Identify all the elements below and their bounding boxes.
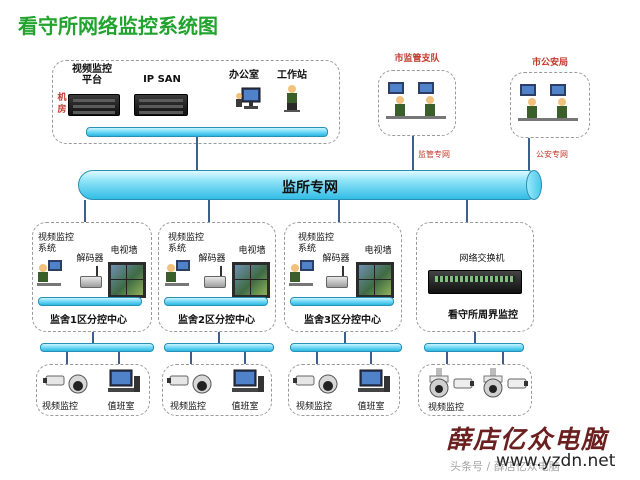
supervision-net-label: 监管专网 [418, 150, 450, 159]
perimeter-dome-camera-2-icon [483, 368, 503, 398]
switch-label: 网络交换机 [459, 254, 505, 264]
zone2-downlink [208, 200, 210, 222]
zone3-duty-drop [370, 352, 372, 364]
perimeter-lower-link [474, 332, 476, 343]
zone1-duty-drop [118, 352, 120, 364]
police-operators-icon [518, 84, 578, 121]
zone2-duty-room-icon [232, 369, 264, 392]
zone1-video-system-label: 视频监控 系统 [38, 233, 75, 254]
zone1-cam-drop [66, 352, 68, 364]
backbone-label: 监所专网 [282, 180, 338, 196]
backbone-pipe-cap [526, 170, 542, 200]
zone3-duty-room-icon [358, 369, 390, 392]
zone2-center-label: 监舍2区分控中心 [178, 315, 255, 326]
video-platform-server [68, 94, 120, 116]
zone2-lower-bus [164, 343, 274, 352]
zone1-camera-icon [43, 374, 88, 394]
network-switch [428, 270, 522, 294]
zone2-decoder-label: 解码器 [198, 254, 226, 264]
zone3-bus [290, 297, 394, 306]
machine-room-uplink [196, 137, 198, 171]
zone1-duty-room-icon [108, 369, 140, 392]
zone1-camera-label: 视频监控 [41, 402, 78, 412]
zone3-decoder-label: 解码器 [322, 254, 350, 264]
zone3-downlink [338, 200, 340, 222]
city-police-box [510, 72, 590, 138]
zone1-decoder-label: 解码器 [76, 254, 104, 264]
office-computer-icon [236, 87, 261, 109]
zone2-duty-drop [244, 352, 246, 364]
perimeter-lower-bus [424, 343, 524, 352]
zone2-lower-link [218, 332, 220, 343]
zone1-operator-icon [37, 260, 62, 286]
zone3-camera-label: 视频监控 [295, 402, 332, 412]
zone2-camera-icon [167, 374, 212, 394]
zone3-duty-label: 值班室 [357, 402, 385, 412]
police-uplink [528, 138, 530, 171]
zone3-video-system-label: 视频监控 系统 [298, 233, 335, 254]
perimeter-cam-drop-1 [446, 352, 448, 364]
ip-san-label: IP SAN [143, 74, 181, 85]
perimeter-camera-label: 视频监控 [427, 403, 464, 413]
zone3-tv-wall-label: 电视墙 [364, 246, 392, 256]
watermark-url: www.yzdn.net [496, 451, 616, 471]
zone2-operator-icon [165, 260, 190, 286]
zone2-decoder [204, 276, 226, 288]
machine-room-bus [86, 127, 328, 137]
watermark-faint: 头条号 / 薛店亿众电脑 [450, 460, 560, 473]
video-platform-label: 视频监控 平台 [72, 64, 112, 86]
zone3-decoder [326, 276, 348, 288]
supervision-uplink [412, 136, 414, 170]
zone1-center-label: 监舍1区分控中心 [50, 315, 127, 326]
zone2-video-system-label: 视频监控 系统 [168, 233, 205, 254]
ip-san-storage [134, 94, 188, 116]
workstation-person-icon [284, 85, 300, 112]
zone3-camera-icon [293, 374, 338, 394]
perimeter-bullet-camera-2-icon [507, 378, 528, 389]
city-police-label: 市公安局 [531, 58, 568, 68]
perimeter-dome-camera-1-icon [429, 368, 449, 398]
zone3-lower-link [344, 332, 346, 343]
backbone-pipe: 监所专网 [78, 170, 542, 200]
zone1-bus [38, 297, 142, 306]
perimeter-center-label: 看守所周界监控 [448, 310, 518, 321]
watermark-brand: 薛店亿众电脑 [446, 425, 609, 454]
zone1-decoder-antenna [96, 266, 98, 276]
zone2-decoder-antenna [220, 266, 222, 276]
supervision-operators-icon [386, 82, 446, 119]
zone1-decoder [80, 276, 102, 288]
machine-room-label: 机房 [57, 93, 67, 115]
zone3-lower-bus [290, 343, 402, 352]
perimeter-bullet-camera-1-icon [453, 378, 474, 389]
zone2-camera-label: 视频监控 [169, 402, 206, 412]
office-label: 办公室 [229, 70, 259, 81]
zone3-operator-icon [289, 260, 314, 286]
zone2-cam-drop [190, 352, 192, 364]
zone2-bus [164, 297, 268, 306]
zone1-duty-label: 值班室 [107, 402, 135, 412]
zone3-cam-drop [316, 352, 318, 364]
police-net-label: 公安专网 [536, 150, 568, 159]
zone1-tv-wall [108, 262, 146, 298]
perimeter-downlink [466, 200, 468, 222]
page-title: 看守所网络监控系统图 [18, 14, 218, 38]
zone1-lower-bus [40, 343, 154, 352]
zone2-tv-wall [232, 262, 270, 298]
zone1-tv-wall-label: 电视墙 [110, 246, 138, 256]
perimeter-cam-drop-2 [502, 352, 504, 364]
zone2-duty-label: 值班室 [231, 402, 259, 412]
zone3-center-label: 监舍3区分控中心 [304, 315, 381, 326]
city-supervision-label: 市监管支队 [394, 54, 440, 64]
zone1-lower-link [92, 332, 94, 343]
zone2-tv-wall-label: 电视墙 [238, 246, 266, 256]
city-supervision-box [378, 70, 456, 136]
zone3-decoder-antenna [342, 266, 344, 276]
workstation-label: 工作站 [277, 70, 307, 81]
zone1-downlink [84, 200, 86, 222]
zone3-tv-wall [356, 262, 394, 298]
